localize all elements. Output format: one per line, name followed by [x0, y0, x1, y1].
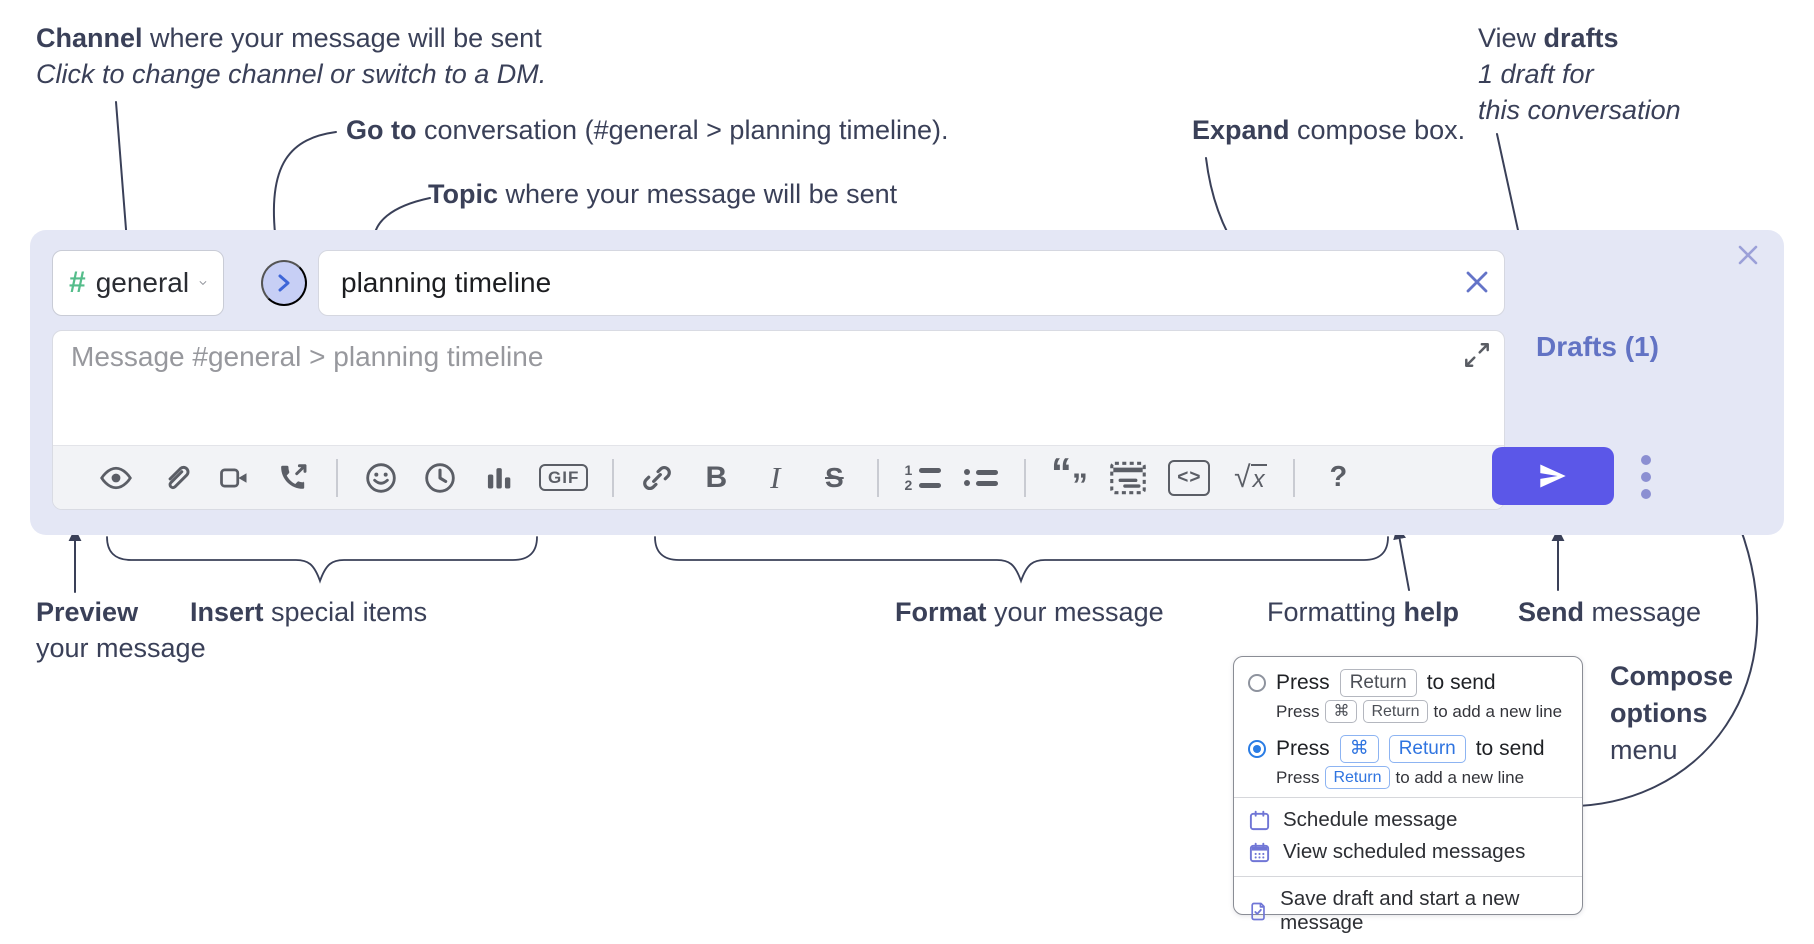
toolbar-divider [1293, 458, 1296, 497]
channel-name: general [95, 267, 190, 298]
quote-button[interactable]: “” [1050, 448, 1088, 503]
drafts-link[interactable]: Drafts (1) [1536, 331, 1659, 362]
annotation-view-drafts: View drafts 1 draft for this conversatio… [1478, 23, 1681, 125]
add-global-time-button[interactable] [421, 456, 459, 500]
calendar-grid-icon [1249, 842, 1270, 862]
radio-unselected-icon[interactable] [1248, 674, 1266, 692]
numbered-list-button[interactable]: 1 2 [903, 456, 941, 500]
annotation-expand: Expand compose box. [1192, 115, 1466, 145]
send-button[interactable] [1492, 447, 1614, 505]
toolbar-divider [1024, 458, 1027, 497]
gif-icon: GIF [539, 464, 589, 491]
topic-field-wrap [318, 250, 1505, 316]
strikethrough-button[interactable]: S [815, 456, 853, 500]
code-icon: <> [1168, 459, 1211, 496]
annotation-insert: Insert special items [190, 597, 428, 627]
close-icon [1738, 245, 1758, 264]
spoiler-icon [1110, 461, 1147, 494]
spoiler-button[interactable] [1109, 456, 1147, 500]
toolbar-divider [336, 458, 338, 497]
expand-icon [1465, 342, 1489, 367]
attach-file-button[interactable] [156, 456, 194, 500]
emoji-button[interactable] [362, 456, 400, 500]
annotation-channel: Channel where your message will be sent … [36, 23, 547, 89]
go-to-conversation-button[interactable] [261, 260, 307, 306]
math-icon: √x [1234, 460, 1267, 494]
annotation-goto: Go to conversation (#general > planning … [346, 115, 949, 145]
ellipsis-dot [1641, 472, 1651, 482]
paperclip-icon [168, 465, 190, 489]
popup-divider [1234, 797, 1582, 798]
compose-toolbar: GIF B I S 1 2 [53, 445, 1504, 509]
ellipsis-dot [1641, 455, 1651, 465]
option-enter-to-send-hint: Press ⌘ Return to add a new line [1276, 700, 1568, 723]
link-button[interactable] [638, 456, 676, 500]
message-input[interactable] [71, 341, 1461, 439]
annotation-send: Send message [1518, 597, 1702, 627]
annotation-formatting-help: Formatting help [1267, 597, 1460, 627]
clear-topic-button[interactable] [1461, 267, 1493, 299]
close-compose-button[interactable] [1730, 238, 1766, 274]
chevron-down-icon [199, 281, 207, 285]
numbered-list-icon: 1 2 [904, 463, 941, 492]
compose-options-menu-button[interactable] [1634, 450, 1658, 504]
add-video-call-button[interactable] [215, 456, 253, 500]
video-camera-icon [220, 468, 247, 487]
annotation-compose-options: Compose options menu [1610, 661, 1734, 765]
bulleted-list-icon [964, 469, 999, 486]
math-button[interactable]: √x [1231, 456, 1269, 500]
message-formatting-help-button[interactable]: ? [1319, 456, 1357, 500]
option-cmd-enter-to-send[interactable]: Press ⌘ Return to send [1248, 735, 1568, 763]
add-poll-button[interactable] [480, 456, 518, 500]
code-button[interactable]: <> [1168, 456, 1211, 500]
option-enter-to-send[interactable]: Press Return to send [1248, 669, 1568, 697]
bold-button[interactable]: B [697, 456, 735, 500]
paper-plane-icon [1540, 464, 1566, 488]
eye-icon [100, 466, 132, 489]
quote-icon: “” [1050, 448, 1088, 503]
italic-button[interactable]: I [756, 456, 794, 500]
channel-hash-icon: # [69, 266, 86, 299]
radio-selected-icon[interactable] [1248, 740, 1266, 758]
arrow-to-goto-button [268, 131, 337, 246]
brace-insert [106, 536, 538, 584]
annotation-preview: Preview your message [36, 597, 206, 663]
ellipsis-dot [1641, 489, 1651, 499]
preview-button[interactable] [97, 456, 135, 500]
chevron-right-icon [278, 274, 290, 292]
brace-format [654, 536, 1389, 584]
draft-check-icon [1251, 902, 1265, 920]
add-voice-call-button[interactable] [274, 456, 312, 500]
link-icon [643, 465, 672, 490]
menu-item-schedule-message[interactable]: Schedule message [1234, 804, 1582, 836]
menu-item-view-scheduled-messages[interactable]: View scheduled messages [1234, 836, 1582, 868]
topic-input[interactable] [318, 250, 1505, 316]
arrow-to-channel [115, 101, 133, 246]
arrow-to-help [1393, 526, 1410, 591]
expand-compose-button[interactable] [1460, 339, 1494, 373]
menu-item-save-draft[interactable]: Save draft and start a new message [1234, 883, 1582, 939]
bulleted-list-button[interactable] [962, 456, 1000, 500]
smiley-icon [366, 462, 396, 493]
add-gif-button[interactable]: GIF [539, 456, 589, 500]
toolbar-divider [612, 458, 615, 497]
x-icon [1466, 271, 1488, 293]
channel-selector[interactable]: # general [52, 250, 224, 316]
compose-options-popup: Press Return to send Press ⌘ Return to a… [1233, 656, 1583, 934]
annotation-format: Format your message [895, 597, 1164, 627]
toolbar-divider [877, 458, 880, 497]
popup-divider [1234, 876, 1582, 877]
message-area: GIF B I S 1 2 [52, 330, 1505, 510]
calendar-icon [1249, 810, 1270, 830]
phone-call-icon [281, 463, 307, 489]
option-cmd-enter-to-send-hint: Press Return to add a new line [1276, 766, 1568, 789]
clock-icon [425, 462, 455, 493]
bar-chart-icon [487, 467, 511, 488]
annotation-topic: Topic where your message will be sent [428, 179, 898, 209]
